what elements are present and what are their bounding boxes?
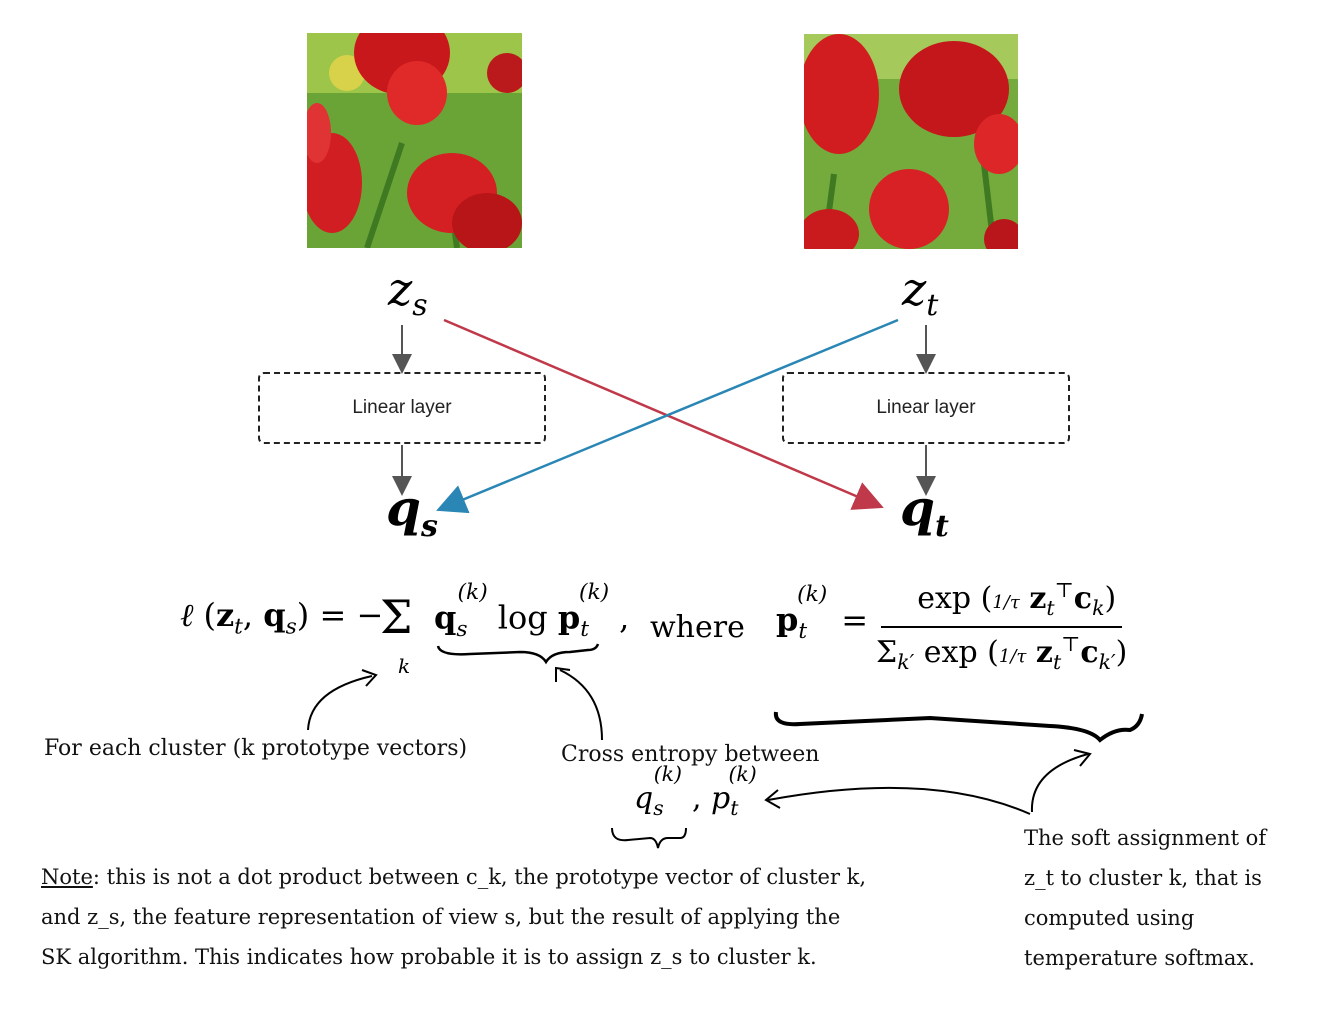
q-t-label: qt [900,478,949,544]
linear-layer-right: Linear layer [782,372,1070,444]
cluster-annotation: For each cluster (k prototype vectors) [44,736,468,761]
arrow-to-brace [559,669,603,741]
cross-entropy-annotation: Cross entropy between [561,742,820,767]
soft-line-3: computed using [1024,906,1195,930]
linear-layer-right-label: Linear layer [876,397,976,418]
softmax-fraction: exp (1/τ zt⊤ck) Σk′ exp (1/τ zt⊤ck′) [876,578,1128,674]
soft-line-4: temperature softmax. [1024,946,1255,970]
linear-layer-left-label: Linear layer [352,397,452,418]
brace-under-softmax [773,711,1144,743]
sum-symbol: Σ [380,590,413,644]
note-label: Note [41,865,93,889]
soft-line-2: z_t to cluster k, that is [1024,866,1262,890]
cross-entropy-terms: qs(k)log pt(k), [434,580,630,643]
cross-entropy-terms-annotation: qs(k), pt(k) [634,762,757,820]
note-paragraph: Note: this is not a dot product between … [41,857,971,977]
sum-index-k: k [398,654,411,678]
brace-under-q-terms [611,827,687,849]
note-line-2: and z_s, the feature representation of v… [41,905,841,929]
arrow-to-softmax-brace [1030,753,1089,813]
z-t-label: zt [902,262,939,324]
q-s-label: qs [386,478,438,544]
loss-formula: ℓ (zt, qs) = − [180,596,384,640]
note-line-1: : this is not a dot product between c_k,… [92,865,867,889]
soft-assignment-annotation: The soft assignment of z_t to cluster k,… [1024,818,1314,978]
note-line-3: SK algorithm. This indicates how probabl… [41,945,817,969]
where-label: where [650,610,745,645]
tulip-image-view-t [804,34,1018,249]
z-s-label: zs [388,262,428,324]
arrow-to-sum [307,675,373,731]
soft-line-1: The soft assignment of [1024,826,1267,850]
brace-under-qlogp [436,643,600,665]
arrow-to-cross-terms [767,786,1031,815]
softmax-lhs: pt(k)= [776,582,869,645]
tulip-image-view-s [307,33,522,248]
linear-layer-left: Linear layer [258,372,546,444]
